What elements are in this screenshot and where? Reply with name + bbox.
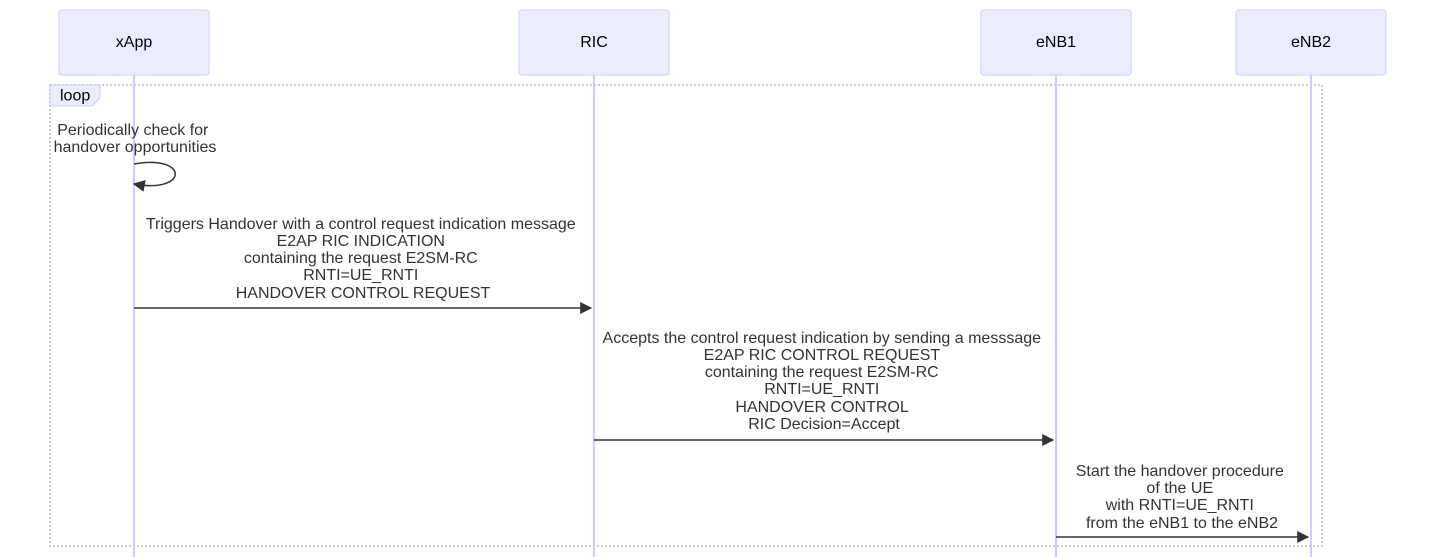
actor-label-ric: RIC [580,34,608,51]
actor-label-enb2: eNB2 [1291,34,1331,51]
actor-ric: RIC [518,9,670,76]
message-start-handover: Start the handover procedure of the UE w… [1056,463,1310,543]
loop-tab [49,84,101,107]
message-handover-trigger: Triggers Handover with a control request… [134,216,593,314]
message-label: Start the handover procedure of the UE w… [1076,463,1289,532]
actor-enb1: eNB1 [980,9,1132,76]
actor-label-xapp: xApp [116,34,153,51]
message-label: Periodically check for handover opportun… [54,122,217,156]
actor-enb2: eNB2 [1235,9,1387,76]
loop-frame: loop [49,84,1323,547]
actor-xapp: xApp [58,9,210,76]
self-loop-arrow [132,161,176,192]
message-self-check: Periodically check for handover opportun… [54,122,217,192]
actor-label-enb1: eNB1 [1036,34,1076,51]
message-label: Triggers Handover with a control request… [146,216,580,302]
loop-label: loop [60,88,90,105]
message-control-accept: Accepts the control request indication b… [594,330,1055,446]
message-label: Accepts the control request indication b… [603,330,1046,433]
